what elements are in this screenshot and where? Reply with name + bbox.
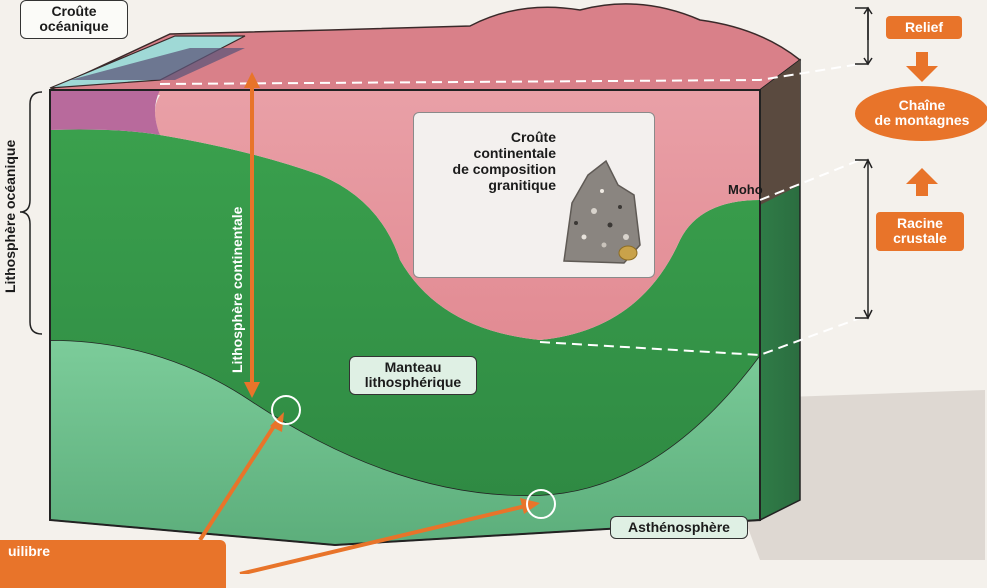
lithospheric-mantle-label: Manteau lithosphérique — [349, 356, 477, 395]
oceanic-lithosphere-label: Lithosphère océanique — [2, 133, 18, 293]
continental-crust-label: Croûte continentale de composition grani… — [426, 129, 556, 193]
mountain-chain-label: Chaîne de montagnes — [855, 86, 987, 141]
relief-bracket — [855, 8, 868, 64]
oceanic-lithosphere-brace — [20, 92, 42, 334]
geology-block-diagram — [0, 0, 987, 574]
asthenosphere-label: Asthénosphère — [610, 516, 748, 539]
granite-rock-icon — [554, 141, 644, 265]
oceanic-crust-layer — [50, 90, 160, 135]
continental-lithosphere-label: Lithosphère continentale — [229, 183, 245, 373]
oceanic-crust-label: Croûte océanique — [20, 0, 128, 39]
root-bracket — [855, 160, 868, 318]
granite-inset: Croûte continentale de composition grani… — [413, 112, 655, 278]
down-arrow-icon — [906, 52, 938, 82]
moho-label: Moho — [728, 183, 763, 197]
crustal-root-label: Racine crustale — [876, 212, 964, 251]
isostasy-equilibrium-label: uilibre — [0, 540, 226, 588]
relief-label: Relief — [886, 16, 962, 39]
up-arrow-icon — [906, 168, 938, 196]
